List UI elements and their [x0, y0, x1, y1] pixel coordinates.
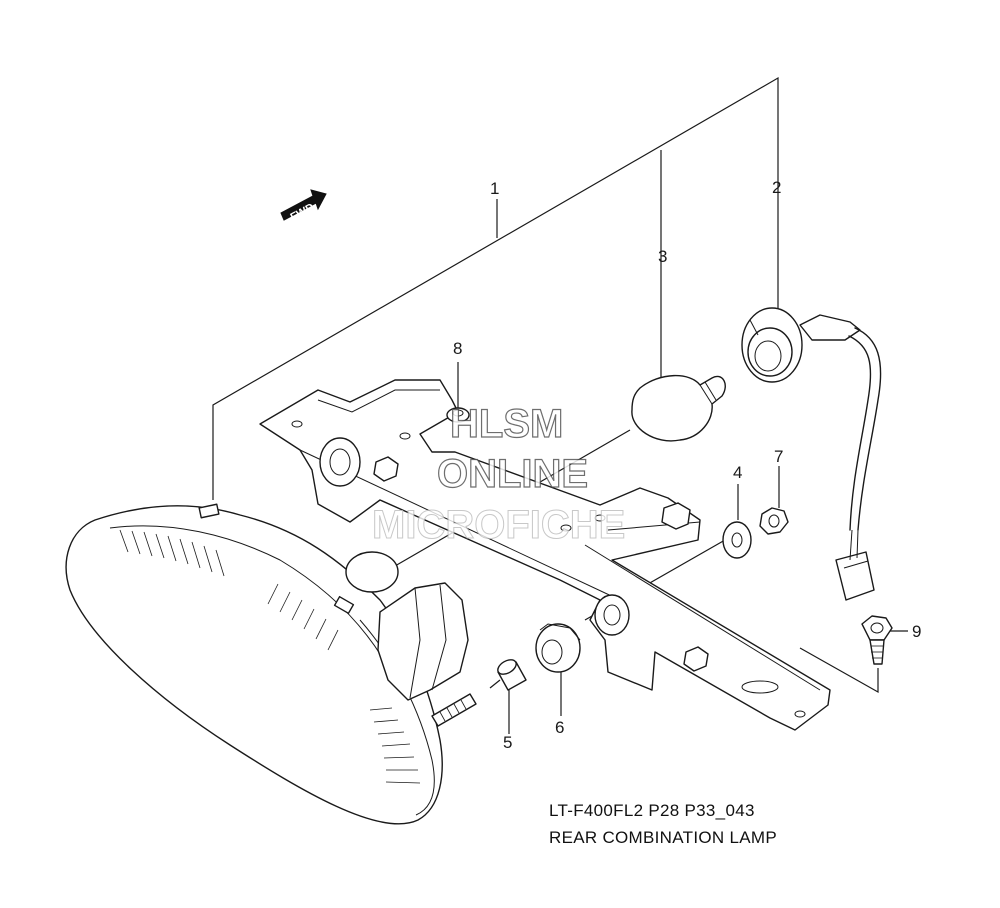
lamp-housing [65, 503, 443, 825]
callout-2: 2 [772, 178, 781, 197]
callout-5: 5 [503, 733, 512, 752]
watermark-line-2: ONLINE [437, 452, 588, 496]
callout-labels: 1 2 3 4 5 6 7 8 9 [453, 178, 921, 752]
washer-4 [722, 521, 752, 559]
callout-8: 8 [453, 339, 462, 358]
callout-6: 6 [555, 718, 564, 737]
callout-4: 4 [733, 463, 742, 482]
callout-9: 9 [912, 622, 921, 641]
socket-harness-2 [741, 307, 882, 601]
callout-3: 3 [658, 247, 667, 266]
watermark-line-1: HLSM [450, 402, 563, 446]
caption-title: REAR COMBINATION LAMP [549, 828, 777, 847]
callout-1: 1 [490, 179, 499, 198]
screw-8 [446, 407, 470, 423]
diagram-caption: LT-F400FL2 P28 P33_043 REAR COMBINATION … [549, 801, 777, 847]
watermark: HLSM ONLINE MICROFICHE [372, 401, 626, 547]
callout-7: 7 [774, 447, 783, 466]
nut-7 [759, 507, 789, 535]
threaded-stud [431, 693, 477, 727]
bulb-3 [631, 374, 726, 442]
caption-code: LT-F400FL2 P28 P33_043 [549, 801, 755, 820]
grommet-6 [535, 623, 581, 673]
fwd-label: FWD [289, 201, 317, 223]
lamp-bracket [259, 379, 831, 731]
forward-arrow-icon: FWD [280, 189, 327, 224]
collar-5 [497, 659, 527, 691]
watermark-line-3: MICROFICHE [372, 503, 625, 547]
bolt-9 [861, 615, 893, 665]
lamp-rear-body [345, 551, 477, 727]
